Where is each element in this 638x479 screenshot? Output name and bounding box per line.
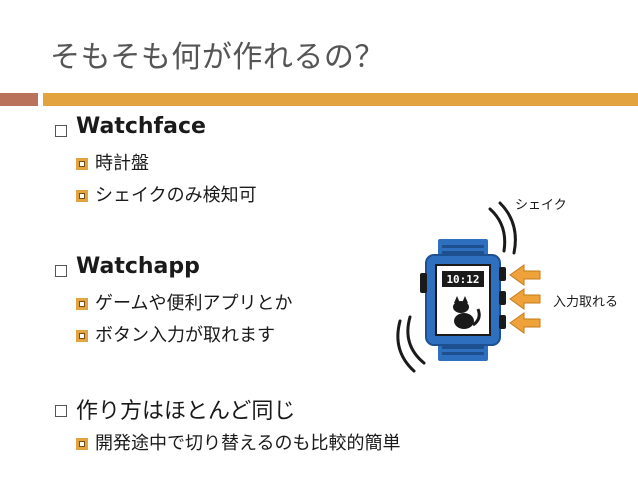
cat-icon: [453, 296, 481, 329]
input-label: 入力取れる: [553, 295, 619, 310]
button-input-arrow-icon: [509, 312, 541, 334]
bullet-square-icon: [55, 405, 67, 417]
button-input-arrow-icon: [509, 288, 541, 310]
watch-up-button: [499, 267, 506, 281]
bullet-square-icon: [55, 125, 67, 137]
section-heading-howto: 作り方はほとんど同じ: [76, 399, 296, 424]
bullet-box-icon: [76, 190, 88, 202]
list-item: 時計盤: [95, 153, 149, 174]
bullet-box-icon: [76, 298, 88, 310]
watch-back-button: [420, 273, 427, 293]
watch-time: 10:12: [446, 273, 479, 286]
slide-title: そもそも何が作れるの？: [50, 40, 385, 75]
pebble-watch-illustration: 10:12: [396, 201, 541, 373]
title-divider-left: [0, 93, 38, 106]
shake-motion-icon: [396, 315, 426, 373]
bullet-square-icon: [55, 265, 67, 277]
list-item: ゲームや便利アプリとか: [95, 293, 293, 314]
watch-down-button: [499, 315, 506, 329]
shake-motion-icon: [488, 201, 517, 255]
list-item: 開発途中で切り替えるのも比較的簡単: [95, 433, 401, 454]
button-input-arrow-icon: [509, 264, 541, 286]
bullet-box-icon: [76, 438, 88, 450]
list-item: ボタン入力が取れます: [95, 325, 275, 346]
shake-label: シェイク: [515, 198, 567, 213]
section-heading-watchface: Watchface: [76, 114, 206, 139]
title-divider-right: [43, 93, 638, 106]
list-item: シェイクのみ検知可: [95, 185, 257, 206]
bullet-box-icon: [76, 330, 88, 342]
section-heading-watchapp: Watchapp: [76, 254, 200, 279]
bullet-box-icon: [76, 158, 88, 170]
watch-select-button: [499, 291, 506, 305]
